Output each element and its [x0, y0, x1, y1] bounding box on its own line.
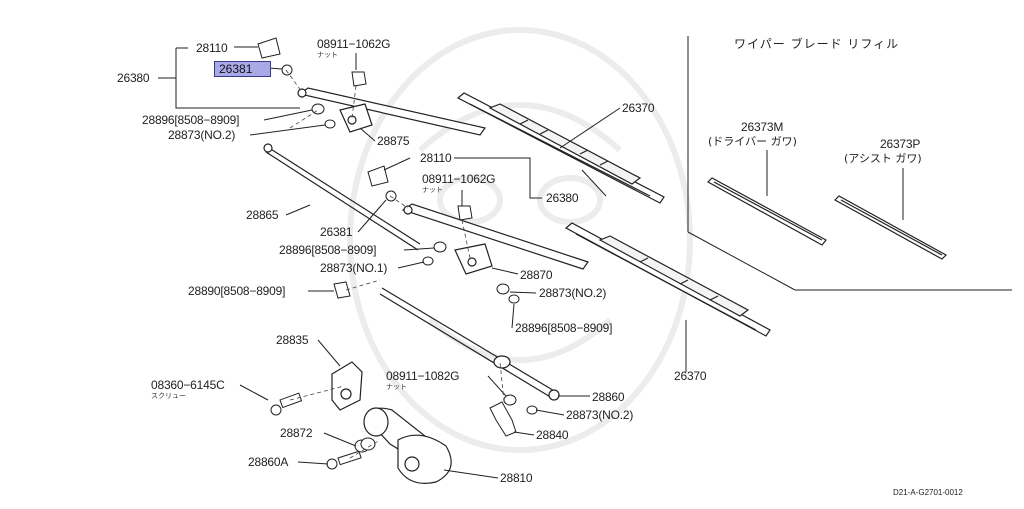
wiper-motor-28810: [363, 407, 452, 484]
label-28896-mid: 28896[8508−8909]: [279, 243, 377, 257]
label-28896-top: 28896[8508−8909]: [142, 113, 240, 127]
label-28872: 28872: [280, 426, 313, 440]
label-26381-highlighted[interactable]: 26381: [214, 61, 271, 77]
label-28873-mid2: 28873(NO.2): [539, 286, 607, 300]
bracket-28835: [331, 361, 363, 411]
label-08911-mid: 08911−1062G: [422, 172, 496, 186]
label-28860: 28860: [592, 390, 625, 404]
wiper-arm-upper: [297, 87, 487, 136]
bolt-08360: [270, 392, 303, 416]
refill-strip-driver: [707, 177, 827, 246]
label-26370-top: 26370: [622, 101, 655, 115]
refill-assist-side: (アシスト ガワ): [844, 152, 922, 165]
wiper-arm-lower: [401, 203, 589, 275]
label-28873-low: 28873(NO.2): [566, 408, 634, 422]
label-08360: 08360−6145C: [151, 378, 225, 392]
wiper-blade-lower: [564, 222, 771, 337]
refill-strip-assist: [834, 195, 947, 260]
label-26370-low: 26370: [674, 369, 707, 383]
label-28840: 28840: [536, 428, 569, 442]
refill-driver-side: (ドライバー ガワ): [708, 135, 797, 148]
label-28873-no1: 28873(NO.1): [320, 261, 388, 275]
label-nut-low: ナット: [386, 384, 407, 391]
label-28896-low: 28896[8508−8909]: [515, 321, 613, 335]
label-28875: 28875: [377, 134, 410, 148]
refill-assist-part: 26373P: [880, 137, 921, 151]
dashed-connectors: [285, 69, 505, 459]
label-28890: 28890[8508−8909]: [188, 284, 286, 298]
label-28110-mid: 28110: [420, 151, 452, 165]
label-28110-top: 28110: [196, 41, 228, 55]
bolt-28860A: [326, 450, 362, 470]
label-28865: 28865: [246, 208, 279, 222]
watermark-emblem: [347, 27, 693, 453]
label-nut-mid: ナット: [422, 187, 443, 194]
label-26381-mid: 26381: [320, 225, 353, 239]
label-26380-mid: 26380: [546, 191, 579, 205]
bracket-28840: [489, 401, 517, 437]
nut-08911-low: [503, 394, 538, 415]
link-rod-28865: [263, 143, 421, 251]
label-28860A: 28860A: [248, 455, 289, 469]
refill-title: ワイパー ブレード リフィル: [734, 37, 900, 51]
label-08911-top: 08911−1062G: [317, 37, 391, 51]
label-28873-top: 28873(NO.2): [168, 128, 236, 142]
label-08911-low: 08911−1082G: [386, 369, 460, 383]
diagram-code: D21-A-G2701-0012: [893, 488, 963, 497]
pivot-upper: [311, 103, 336, 129]
label-28870: 28870: [520, 268, 553, 282]
link-rod-28860: [379, 287, 560, 401]
label-screw: スクリュー: [151, 393, 186, 400]
refill-frame: [687, 36, 1012, 291]
label-28810: 28810: [500, 471, 533, 485]
wiper-blade-upper: [456, 92, 665, 204]
label-28835: 28835: [276, 333, 309, 347]
bushing-28872: [354, 437, 376, 453]
label-nut-top: ナット: [317, 52, 338, 59]
arm-caps: [257, 37, 520, 304]
label-26380-left: 26380: [117, 71, 150, 85]
refill-driver-part: 26373M: [741, 120, 784, 134]
